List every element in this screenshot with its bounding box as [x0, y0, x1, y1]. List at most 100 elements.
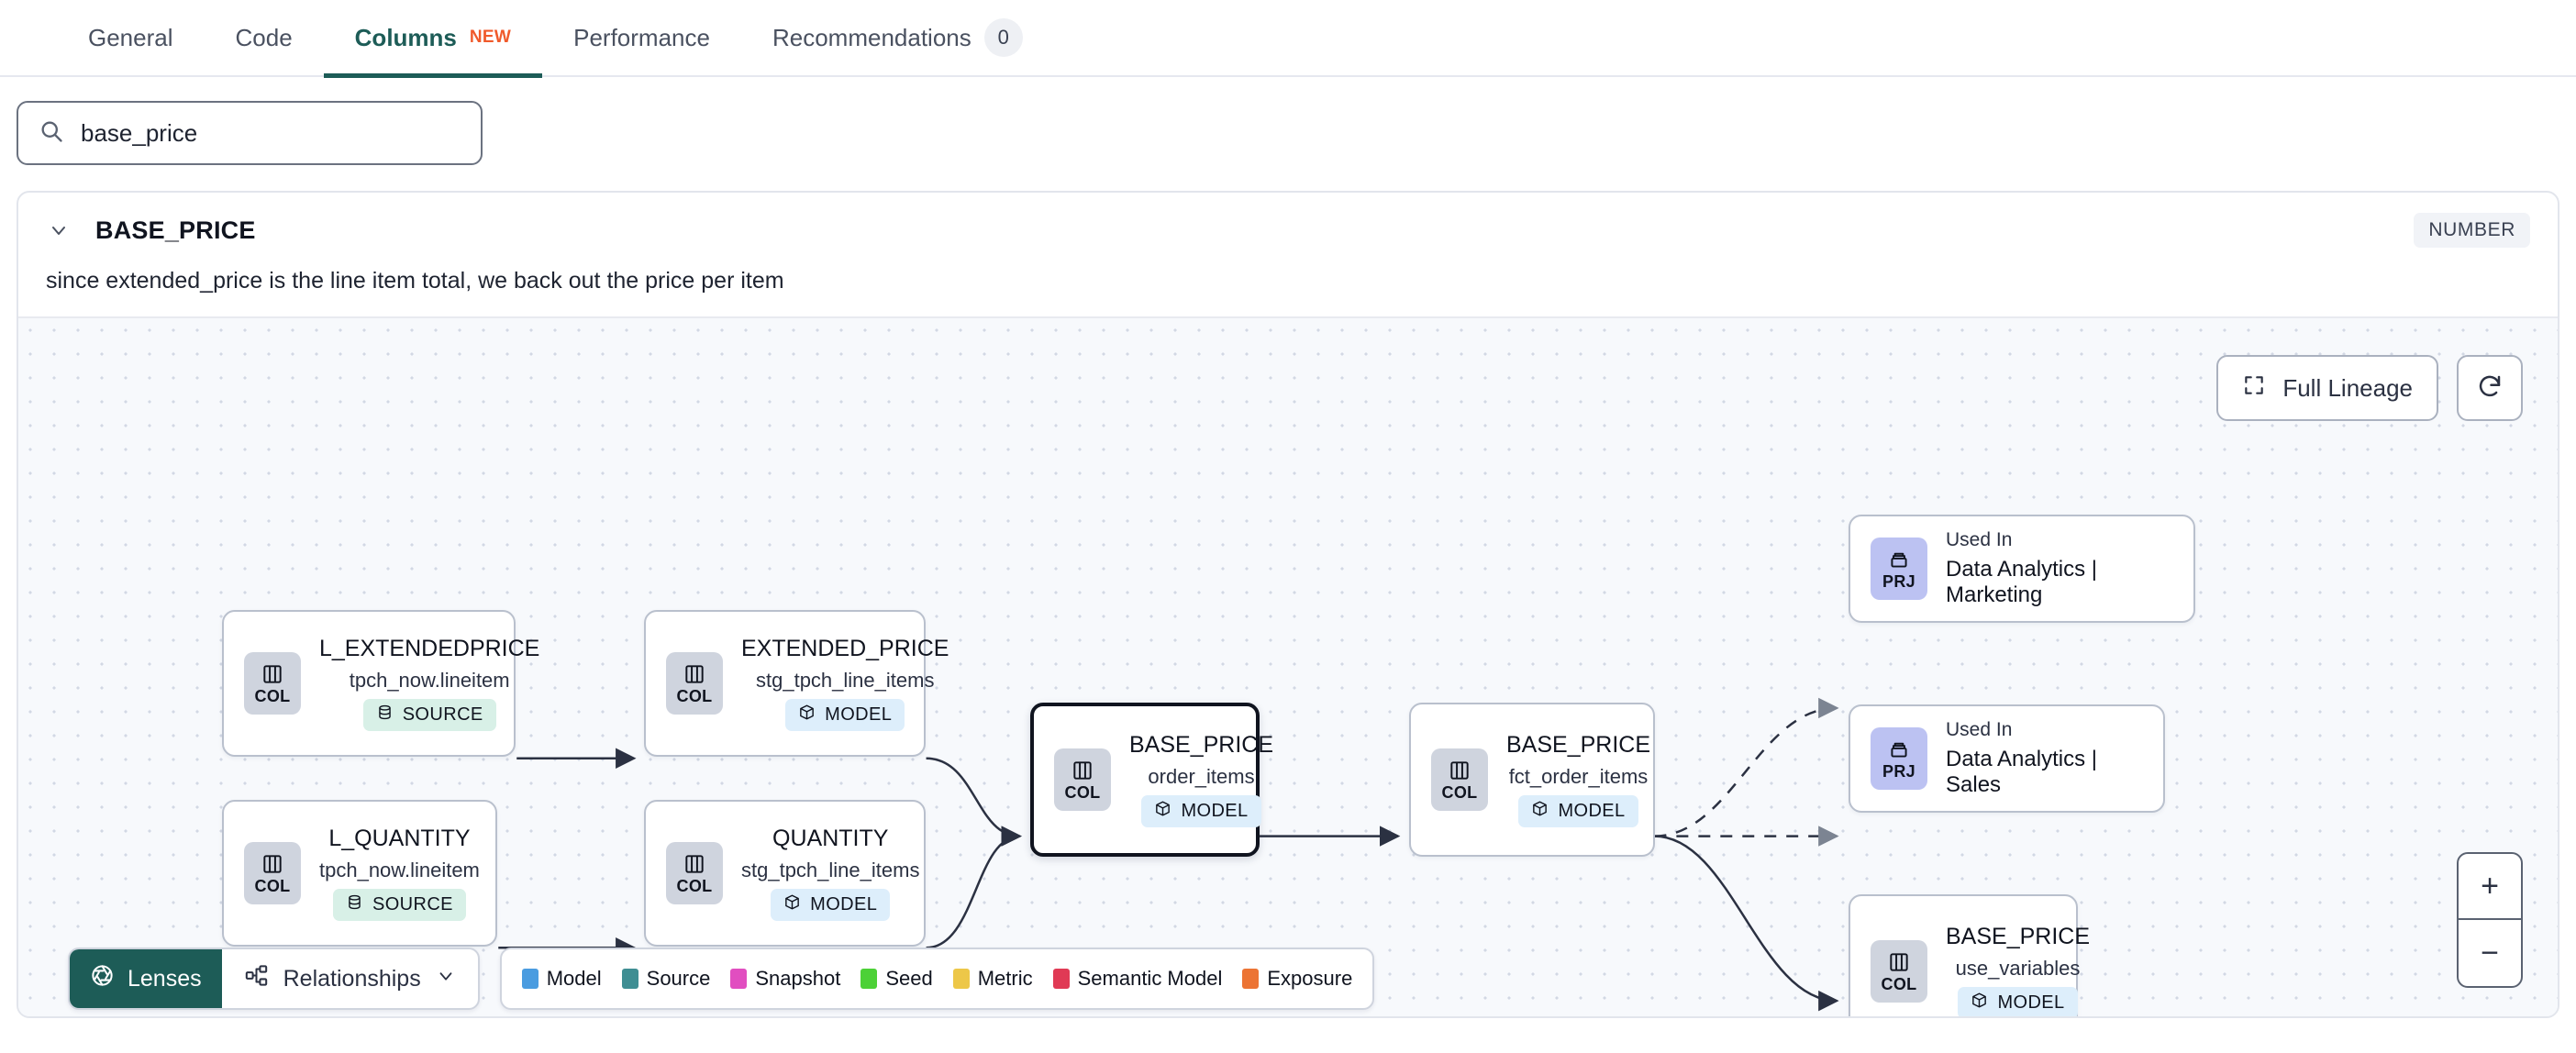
legend-label: Source	[646, 967, 711, 990]
col-badge-label: COL	[676, 687, 713, 705]
legend-swatch	[1242, 969, 1260, 989]
lineage-edges	[498, 697, 1839, 1012]
node-pill-label: MODEL	[810, 894, 878, 914]
col-badge: COL	[244, 842, 301, 904]
tab-label: Recommendations	[772, 23, 972, 51]
col-badge: COL	[244, 652, 301, 715]
lineage-node-project-marketing[interactable]: PRJ Used In Data Analytics | Marketing	[1849, 515, 2195, 623]
tab-bar: General Code Columns NEW Performance Rec…	[0, 0, 2576, 78]
database-icon	[376, 704, 394, 726]
legend-item-semantic-model[interactable]: Semantic Model	[1052, 967, 1223, 991]
legend-swatch	[861, 969, 878, 989]
lineage-node-l-quantity[interactable]: COL L_QUANTITY tpch_now.lineitem SOURCE	[222, 800, 497, 947]
legend-label: Snapshot	[755, 967, 841, 990]
tab-recommendations[interactable]: Recommendations 0	[741, 0, 1054, 76]
tab-new-badge: NEW	[469, 28, 512, 47]
zoom-in-button[interactable]: +	[2459, 854, 2521, 920]
cube-icon	[798, 704, 816, 726]
prj-badge: PRJ	[1871, 727, 1927, 790]
relationships-icon	[244, 963, 269, 994]
legend-swatch	[1052, 969, 1070, 989]
relationships-label: Relationships	[283, 965, 421, 992]
canvas-bottom-bar: Lenses Relationships	[68, 948, 1375, 1010]
node-type-pill: MODEL	[1958, 987, 2078, 1016]
lineage-node-quantity[interactable]: COL QUANTITY stg_tpch_line_items MODEL	[644, 800, 926, 947]
node-pill-label: MODEL	[1558, 801, 1626, 821]
search-input[interactable]	[81, 118, 461, 148]
prj-badge-label: PRJ	[1882, 572, 1915, 591]
col-badge-label: COL	[1881, 975, 1917, 993]
node-pill-label: SOURCE	[402, 704, 483, 725]
node-subtitle: tpch_now.lineitem	[319, 859, 480, 881]
node-title: BASE_PRICE	[1946, 924, 2091, 949]
tab-performance[interactable]: Performance	[542, 0, 741, 76]
lenses-button[interactable]: Lenses	[70, 949, 222, 1008]
column-description: since extended_price is the line item to…	[46, 268, 784, 294]
legend-item-seed[interactable]: Seed	[861, 967, 933, 991]
node-type-pill: SOURCE	[362, 699, 496, 731]
chevron-down-icon	[436, 966, 456, 992]
legend-item-source[interactable]: Source	[621, 967, 711, 991]
legend-item-metric[interactable]: Metric	[952, 967, 1033, 991]
relationships-button[interactable]: Relationships	[222, 949, 478, 1008]
node-used-in-label: Used In	[1946, 529, 2013, 550]
node-type-pill: MODEL	[771, 889, 891, 921]
refresh-button[interactable]	[2457, 355, 2523, 421]
search-box[interactable]	[17, 101, 483, 165]
page-title: BASE_PRICE	[95, 216, 256, 244]
node-type-pill: MODEL	[785, 699, 905, 731]
node-pill-label: MODEL	[1181, 801, 1249, 821]
lineage-canvas[interactable]: COL L_EXTENDEDPRICE tpch_now.lineitem SO…	[18, 316, 2558, 1016]
legend-label: Exposure	[1267, 967, 1353, 990]
legend-item-model[interactable]: Model	[521, 967, 602, 991]
col-badge: COL	[1054, 748, 1111, 811]
full-lineage-label: Full Lineage	[2282, 373, 2413, 402]
tab-label: Performance	[573, 23, 710, 51]
lineage-node-base-price-fct-order-items[interactable]: COL BASE_PRICE fct_order_items MODEL	[1409, 703, 1655, 857]
legend-label: Metric	[977, 967, 1033, 990]
tab-columns[interactable]: Columns NEW	[323, 0, 543, 78]
legend-item-snapshot[interactable]: Snapshot	[730, 967, 840, 991]
lenses-group: Lenses Relationships	[68, 948, 480, 1010]
legend-swatch	[730, 969, 748, 989]
col-badge-label: COL	[1064, 783, 1101, 802]
tab-label: Columns	[354, 23, 457, 51]
node-pill-label: MODEL	[825, 704, 893, 725]
column-detail-panel: BASE_PRICE NUMBER since extended_price i…	[17, 191, 2559, 1018]
column-type-badge: NUMBER	[2414, 213, 2530, 248]
tab-label: Code	[235, 23, 293, 51]
zoom-controls: + −	[2457, 852, 2523, 988]
cube-icon	[1154, 800, 1171, 823]
tab-label: General	[88, 23, 173, 51]
tab-general[interactable]: General	[57, 0, 205, 76]
lineage-node-project-sales[interactable]: PRJ Used In Data Analytics | Sales	[1849, 704, 2165, 813]
col-badge-label: COL	[254, 687, 291, 705]
lineage-node-l-extendedprice[interactable]: COL L_EXTENDEDPRICE tpch_now.lineitem SO…	[222, 610, 539, 757]
tab-code[interactable]: Code	[205, 0, 324, 76]
node-pill-label: SOURCE	[372, 894, 453, 914]
cube-icon	[1971, 992, 1988, 1014]
col-badge: COL	[666, 652, 723, 715]
legend-label: Semantic Model	[1077, 967, 1223, 990]
node-subtitle: fct_order_items	[1508, 765, 1649, 788]
search-area	[0, 77, 2576, 165]
node-type-pill: MODEL	[1141, 795, 1261, 827]
tab-count-badge: 0	[983, 18, 1023, 57]
collapse-chevron-icon[interactable]	[46, 217, 72, 243]
zoom-out-button[interactable]: −	[2481, 935, 2499, 970]
col-badge-label: COL	[676, 877, 713, 895]
node-subtitle: order_items	[1148, 765, 1255, 788]
legend-item-exposure[interactable]: Exposure	[1242, 967, 1352, 991]
full-lineage-button[interactable]: Full Lineage	[2216, 355, 2438, 421]
legend-label: Model	[546, 967, 602, 990]
node-subtitle: stg_tpch_line_items	[756, 669, 935, 692]
col-badge-label: COL	[1441, 783, 1478, 802]
lenses-label: Lenses	[128, 965, 202, 992]
lineage-node-base-price-use-variables[interactable]: COL BASE_PRICE use_variables MODEL	[1849, 894, 2090, 1016]
node-type-pill: SOURCE	[332, 889, 466, 921]
lineage-node-extended-price[interactable]: COL EXTENDED_PRICE stg_tpch_line_items M…	[644, 610, 949, 757]
cube-icon	[783, 893, 801, 916]
prj-badge-label: PRJ	[1882, 762, 1915, 781]
cube-icon	[1531, 800, 1549, 823]
lineage-node-base-price-order-items[interactable]: COL BASE_PRICE order_items MODEL	[1030, 703, 1273, 857]
